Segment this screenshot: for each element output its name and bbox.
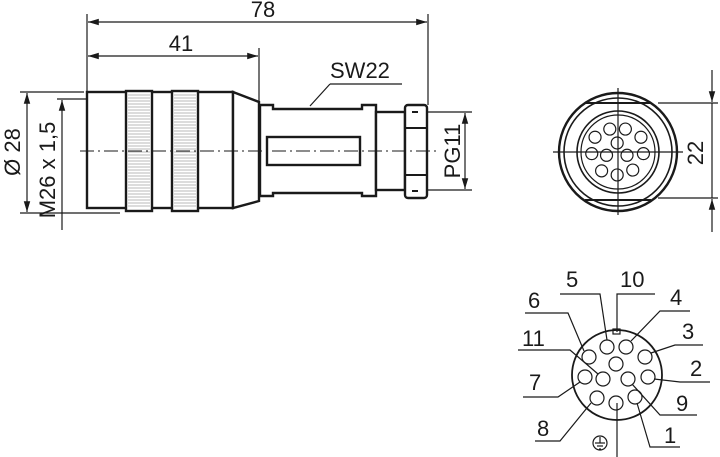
dimension-pg11: PG11 <box>428 111 472 191</box>
dimension-41: 41 <box>88 31 260 102</box>
pin-label-7: 7 <box>529 370 541 395</box>
face-contact-pin <box>588 130 602 144</box>
contact-pin <box>595 371 611 387</box>
wrench-size-callout: SW22 <box>309 58 402 107</box>
connector-side-view <box>80 89 438 213</box>
face-contact-pin <box>585 147 599 161</box>
pin-label-2: 2 <box>690 356 702 381</box>
pin-label-5: 5 <box>566 267 578 292</box>
face-contact-pin <box>618 122 632 136</box>
contact-pin <box>608 395 624 411</box>
face-contact-pin <box>610 136 624 150</box>
dimension-78-label: 78 <box>251 0 275 22</box>
face-width-label: 22 <box>683 141 708 165</box>
face-contact-pin <box>594 164 609 178</box>
dimension-41-label: 41 <box>169 31 193 56</box>
face-contact-pin <box>636 147 651 161</box>
contact-pin <box>608 356 624 372</box>
contact-pin <box>581 349 597 365</box>
contact-pin <box>637 349 653 365</box>
dimension-78: 78 <box>86 0 429 105</box>
contact-pin <box>599 339 615 355</box>
dimension-diameter: Ø 28 <box>0 91 120 214</box>
diameter-label: Ø 28 <box>0 128 25 176</box>
dimension-22: 22 <box>658 70 718 232</box>
pin-label-6: 6 <box>528 288 540 313</box>
face-contact-pin <box>603 122 617 136</box>
pin-label-11: 11 <box>522 326 545 351</box>
face-contact-pin <box>626 163 640 177</box>
pin-label-8: 8 <box>537 416 549 441</box>
pg11-label: PG11 <box>440 124 465 179</box>
contact-pin <box>618 339 634 355</box>
contact-pin <box>620 371 636 387</box>
pin-label-4: 4 <box>670 285 682 310</box>
connector-face-view <box>553 88 683 215</box>
pin-label-10: 10 <box>620 267 644 292</box>
ground-icon <box>592 435 608 451</box>
leaders <box>518 293 710 457</box>
thread-label: M26 x 1,5 <box>35 122 60 219</box>
contact-pin <box>589 390 605 406</box>
pinout-diagram: 5 10 6 4 11 3 7 2 9 8 1 <box>518 267 710 457</box>
face-contact-pin <box>620 148 634 162</box>
wrench-size-label: SW22 <box>330 58 390 83</box>
face-contact-pin <box>634 130 648 144</box>
face-contact-pin <box>599 148 614 162</box>
pin-label-1: 1 <box>664 423 676 448</box>
pin-label-9: 9 <box>676 391 688 416</box>
pin-label-3: 3 <box>682 319 694 344</box>
contact-pin <box>577 369 593 385</box>
face-contact-pin <box>610 168 624 182</box>
contact-pin <box>627 389 643 405</box>
contact-pin <box>640 369 656 385</box>
dimension-thread: M26 x 1,5 <box>35 98 86 230</box>
